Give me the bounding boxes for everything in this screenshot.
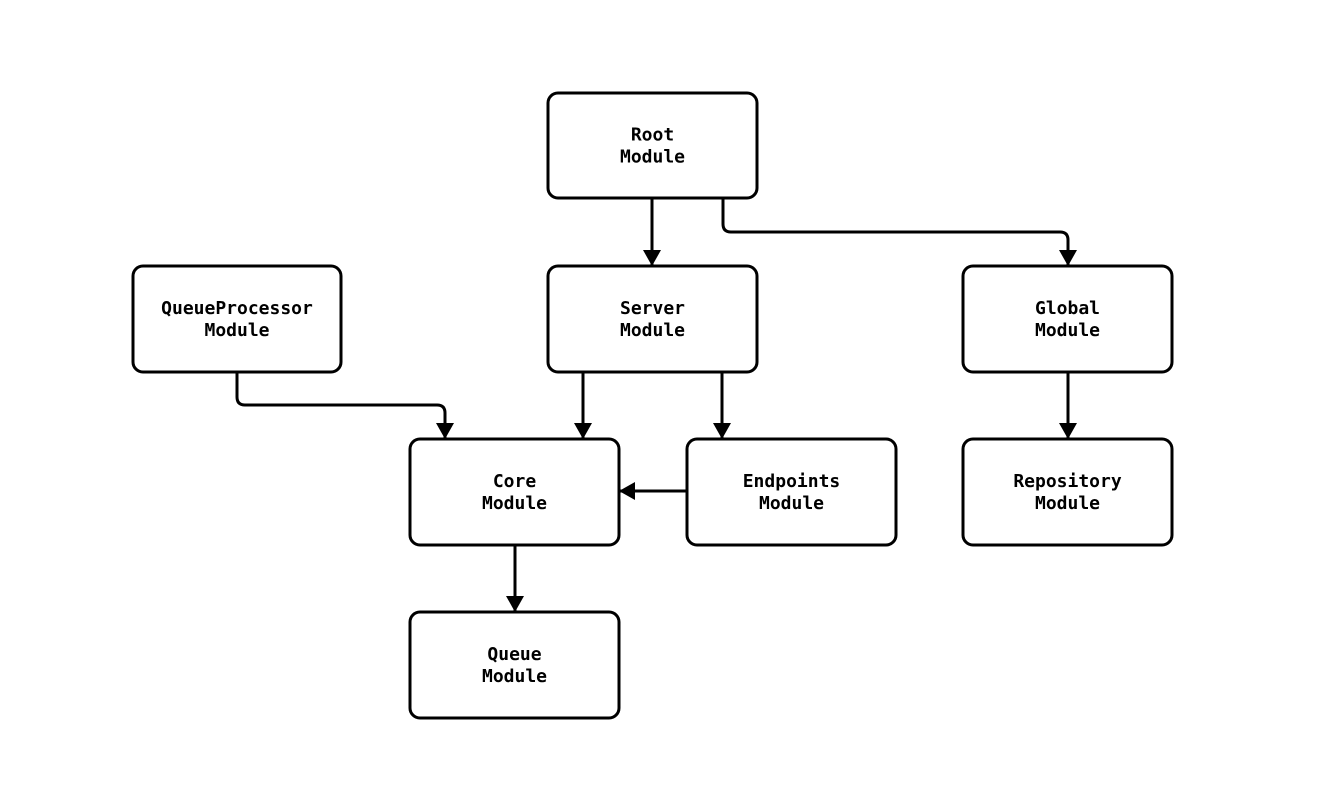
arrowhead — [436, 423, 454, 439]
edge-queueprocessor-core — [235, 372, 454, 439]
arrowhead — [1059, 250, 1077, 266]
edge-global-repository — [1059, 372, 1077, 439]
arrowhead — [1059, 423, 1077, 439]
edge-server-endpoints — [713, 372, 731, 439]
node-box — [546, 91, 759, 200]
arrowhead — [506, 596, 524, 612]
node-box — [961, 437, 1174, 547]
edge-server-core — [574, 372, 592, 439]
edge-core-queue — [506, 545, 524, 612]
arrowhead — [619, 482, 635, 500]
edge-line — [721, 198, 1070, 266]
node-box — [131, 264, 343, 374]
arrowhead — [574, 423, 592, 439]
edge-root-server — [643, 198, 661, 266]
edge-root-global — [721, 198, 1077, 266]
edge-line — [235, 372, 447, 439]
node-box — [961, 264, 1174, 374]
edge-endpoints-core — [619, 482, 687, 500]
arrowhead — [643, 250, 661, 266]
node-box — [685, 437, 898, 547]
node-box — [408, 437, 621, 547]
arrowhead — [713, 423, 731, 439]
node-box — [546, 264, 759, 374]
node-box — [408, 610, 621, 720]
